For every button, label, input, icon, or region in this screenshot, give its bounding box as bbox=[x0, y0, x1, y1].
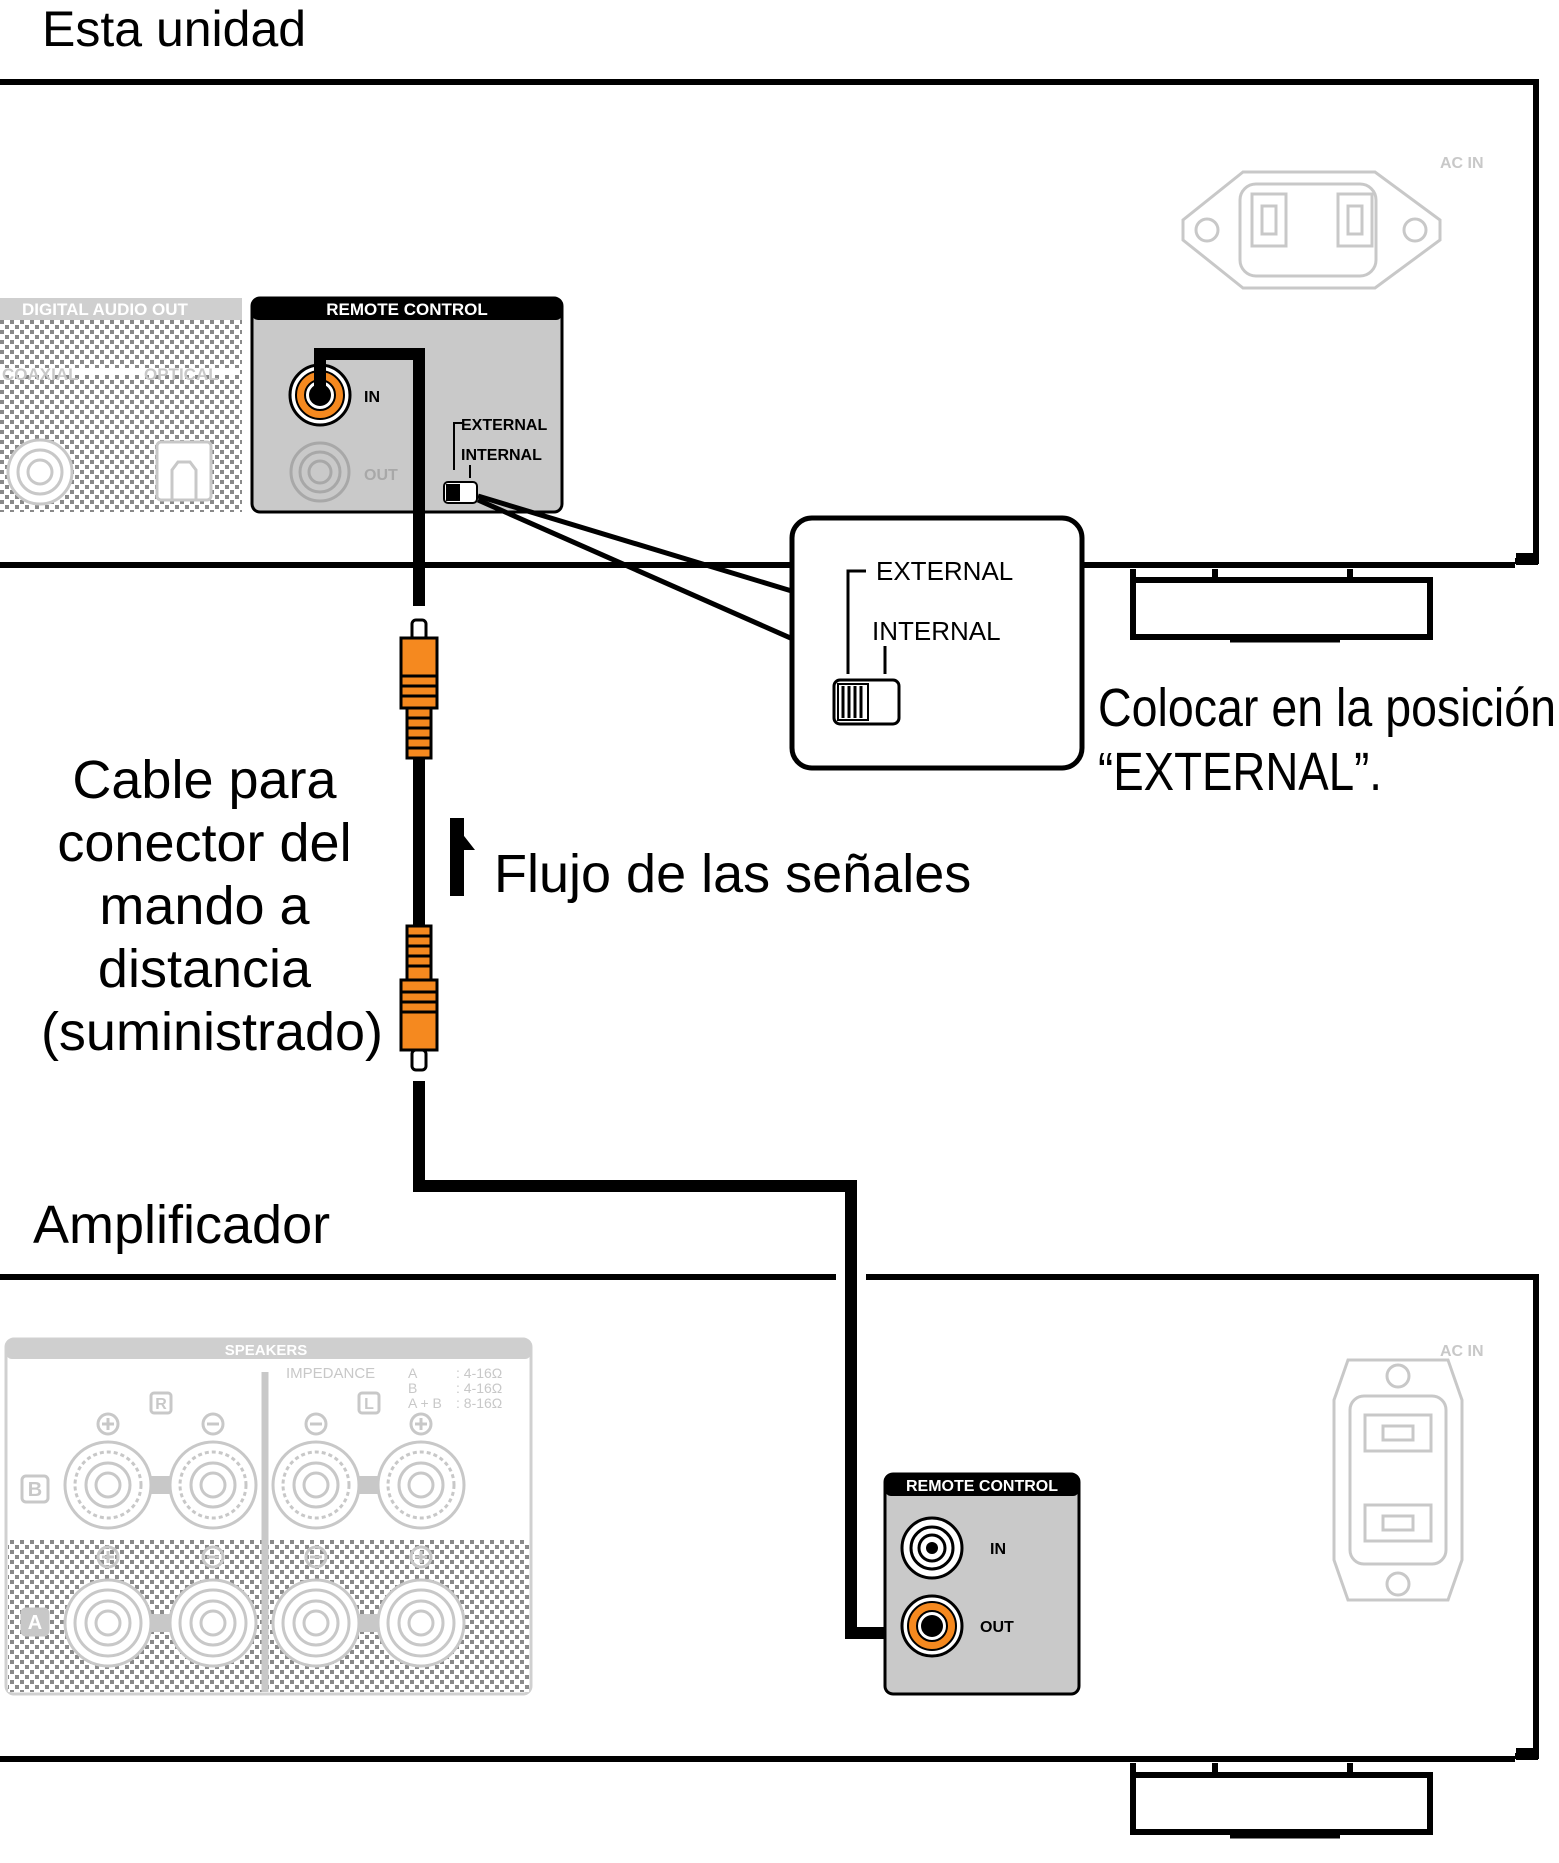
amplifier-ac-in-label: AC IN bbox=[1440, 1343, 1484, 1360]
amplifier-chassis bbox=[0, 1274, 1539, 1762]
lower-rca-plug bbox=[399, 924, 439, 1072]
row-a-box bbox=[20, 1607, 50, 1637]
right-marker: R bbox=[155, 1396, 167, 1413]
row-b-box bbox=[20, 1474, 50, 1504]
impedance-b-value: : 4-16Ω bbox=[456, 1380, 502, 1396]
upper-rca-plug bbox=[399, 618, 439, 760]
amplifier-remote-in-jack bbox=[900, 1516, 964, 1580]
unit-remote-out-label: OUT bbox=[364, 467, 398, 484]
amplifier-remote-out-jack[interactable] bbox=[900, 1594, 964, 1658]
impedance-label: IMPEDANCE bbox=[286, 1365, 375, 1382]
cable-label-line-5: (suministrado) bbox=[41, 1002, 383, 1062]
amplifier-foot bbox=[1130, 1763, 1433, 1839]
left-marker: L bbox=[364, 1396, 374, 1413]
left-marker-box bbox=[357, 1391, 381, 1415]
unit-heading: Esta unidad bbox=[42, 1, 306, 57]
remote-cable bbox=[314, 348, 940, 1639]
cable-label-line-1: Cable para bbox=[72, 750, 337, 810]
instruction-line-2: “EXTERNAL”. bbox=[1098, 742, 1382, 802]
amplifier-remote-control-title: REMOTE CONTROL bbox=[906, 1478, 1058, 1495]
polarity-symbols bbox=[96, 1412, 433, 1569]
amplifier-remote-out-label: OUT bbox=[980, 1619, 1014, 1636]
impedance-b: B bbox=[408, 1380, 417, 1396]
impedance-a-value: : 4-16Ω bbox=[456, 1365, 502, 1381]
unit-switch-external-label: EXTERNAL bbox=[461, 417, 547, 434]
unit-switch-internal-label: INTERNAL bbox=[461, 447, 542, 464]
unit-chassis bbox=[0, 79, 1539, 568]
cable-label-line-3: mando a bbox=[99, 876, 310, 936]
coaxial-label: COAXIAL bbox=[2, 365, 79, 384]
callout-pointer bbox=[476, 493, 797, 643]
row-a-label: A bbox=[28, 1612, 42, 1634]
unit-ac-in-label: AC IN bbox=[1440, 155, 1484, 172]
amplifier-heading: Amplificador bbox=[33, 1195, 330, 1255]
unit-external-internal-switch[interactable] bbox=[443, 422, 478, 504]
right-marker-box bbox=[149, 1391, 173, 1415]
impedance-ab: A + B bbox=[408, 1395, 442, 1411]
impedance-ab-value: : 8-16Ω bbox=[456, 1395, 502, 1411]
amplifier-remote-control-panel bbox=[883, 1472, 1081, 1696]
amplifier-ac-inlet bbox=[1332, 1358, 1464, 1602]
signal-flow-label: Flujo de las señales bbox=[494, 844, 971, 904]
switch-callout-box bbox=[789, 515, 1085, 771]
optical-label: OPTICAL bbox=[144, 365, 219, 384]
amplifier-remote-in-label: IN bbox=[990, 1541, 1006, 1558]
cable-label-line-4: distancia bbox=[98, 939, 312, 999]
digital-audio-out-title: DIGITAL AUDIO OUT bbox=[22, 300, 189, 319]
callout-external-label: EXTERNAL bbox=[876, 556, 1013, 586]
unit-ac-inlet bbox=[1181, 170, 1442, 290]
instruction-line-1: Colocar en la posición bbox=[1098, 678, 1556, 738]
impedance-a: A bbox=[408, 1365, 418, 1381]
speaker-terminals-row-a bbox=[63, 1578, 466, 1668]
unit-remote-in-label: IN bbox=[364, 389, 380, 406]
cable-label: Cable para conector del mando a distanci… bbox=[41, 750, 383, 1062]
unit-remote-control-title: REMOTE CONTROL bbox=[326, 300, 488, 319]
digital-audio-out-panel bbox=[0, 298, 242, 512]
unit-remote-out-jack bbox=[289, 441, 351, 503]
cable-label-line-2: conector del bbox=[57, 813, 351, 873]
speakers-title: SPEAKERS bbox=[225, 1342, 308, 1359]
row-b-label: B bbox=[28, 1479, 42, 1501]
unit-foot bbox=[1130, 569, 1433, 643]
callout-switch-knob bbox=[837, 683, 869, 721]
signal-flow-arrow-icon bbox=[450, 818, 475, 896]
speaker-terminals-row-b bbox=[63, 1440, 466, 1530]
callout-internal-label: INTERNAL bbox=[872, 616, 1001, 646]
